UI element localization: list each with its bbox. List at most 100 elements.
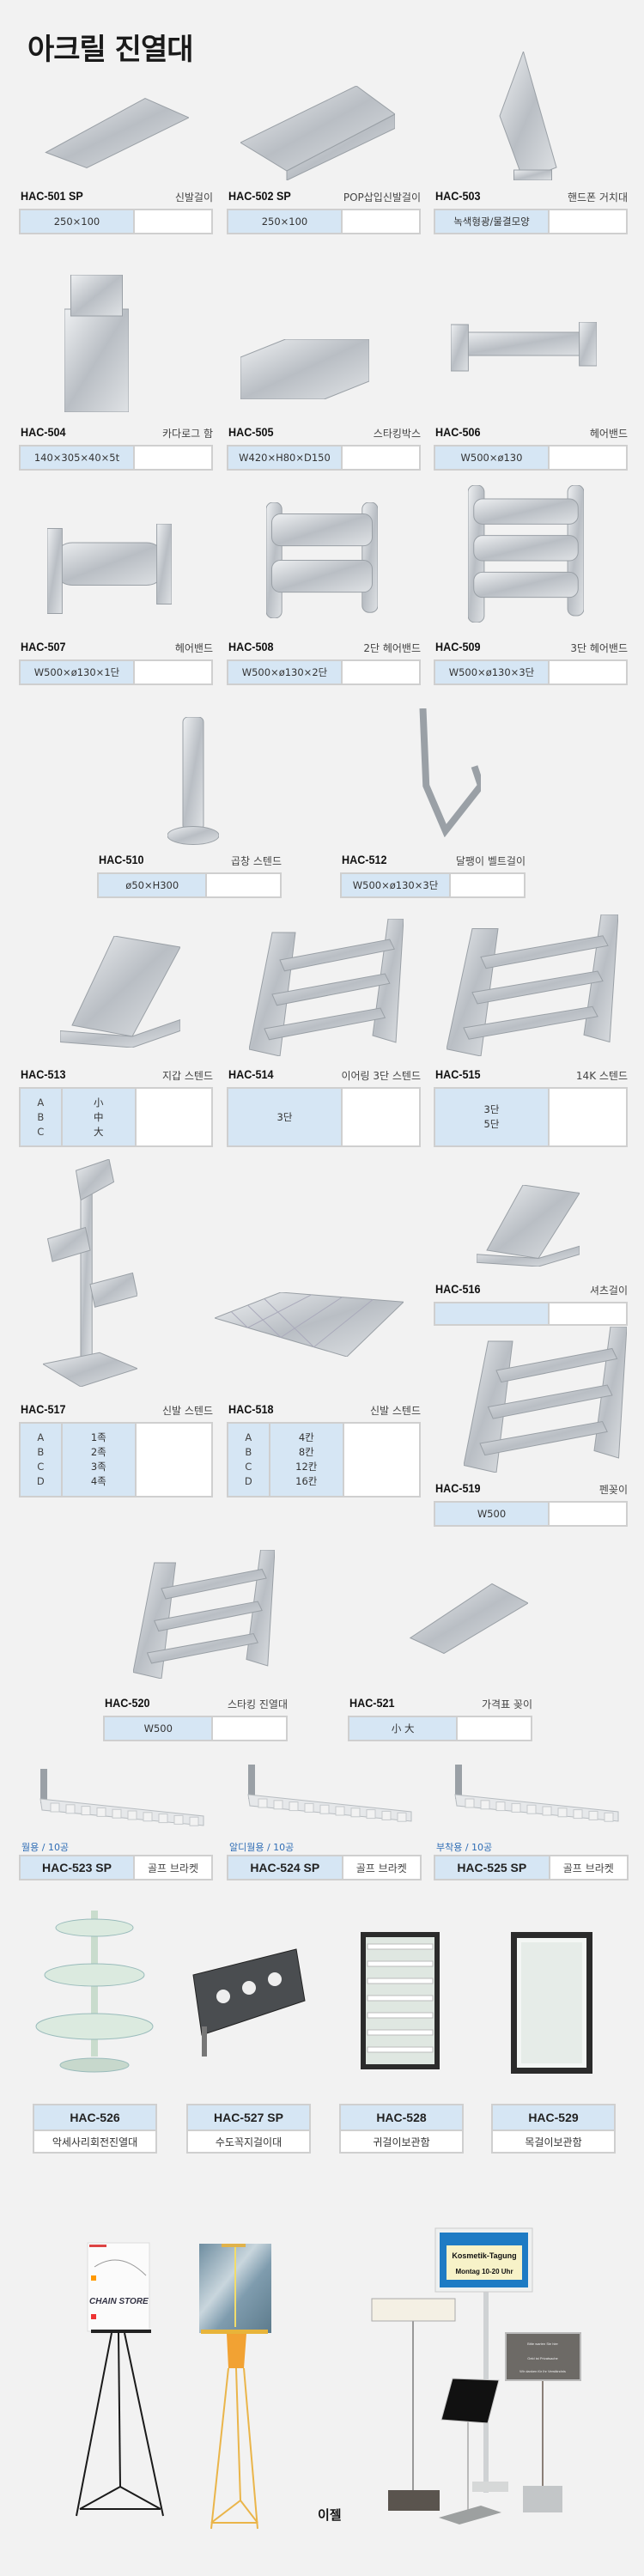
easel-label: 이젤: [318, 2507, 342, 2523]
spec-value: 小 大: [391, 1722, 415, 1735]
spec-value-cell: W500×ø130: [435, 447, 548, 469]
spec-value: W500×ø130×1단: [33, 665, 120, 678]
product-name: 3단 헤어밴드: [570, 642, 628, 654]
spec-value: W500×ø130×3단: [448, 665, 535, 678]
product-image-hac-504: [64, 274, 130, 416]
spec-letter: D: [36, 1475, 45, 1487]
spec-value: 3족: [90, 1461, 106, 1473]
product-code: HAC-513: [21, 1067, 66, 1081]
spec-blank-cell: [211, 1717, 286, 1740]
spec-value: ø50×H300: [125, 878, 179, 891]
product-spec-box: W500×ø130×1단: [19, 659, 213, 685]
spec-blank-cell: [342, 1424, 419, 1496]
black-easel-image: CHAIN STORE: [76, 2242, 164, 2517]
spec-value-cell: W500×ø130×3단: [342, 874, 450, 896]
spec-value: W500: [143, 1722, 173, 1735]
case-name: 목걸이보관함: [493, 2131, 614, 2152]
product-name: 신발걸이: [174, 191, 213, 204]
bracket-mount-label: 월용 / 10공: [21, 1842, 70, 1853]
product-header: HAC-512 달팽이 벨트걸이: [340, 853, 526, 870]
spec-letter: A: [37, 1431, 45, 1443]
product-code: HAC-520: [105, 1696, 150, 1710]
spec-value: 大: [94, 1125, 104, 1138]
spec-value-cell: 녹색형광/물결모양: [435, 210, 548, 233]
product-name: 펜꽂이: [598, 1484, 628, 1496]
product-code: HAC-519: [435, 1481, 481, 1495]
product-name: 2단 헤어밴드: [363, 642, 421, 654]
yellow-easel-image: [199, 2244, 271, 2530]
product-spec-box: W420×H80×D150: [227, 445, 421, 471]
product-name: 가격표 꽂이: [481, 1698, 532, 1710]
easel-photo: CHAIN STORE 이젤 Kosmetik-Tagung Montag 10…: [76, 2227, 581, 2530]
sign-stands-image: Kosmetik-Tagung Montag 10-20 Uhr Bitte w…: [371, 2227, 581, 2524]
product-image-hac-513: [59, 935, 181, 1051]
spec-value: 12칸: [295, 1461, 318, 1473]
sign2-line: Wir danken für Ihr Verständnis: [519, 2369, 566, 2373]
product-spec-box: W500×ø130×2단: [227, 659, 421, 685]
spec-letter: C: [37, 1461, 45, 1473]
spec-value-cell: 250×100: [21, 210, 133, 233]
product-spec-box: ø50×H300: [97, 872, 282, 898]
product-code: HAC-501 SP: [21, 189, 83, 203]
bracket-code: HAC-525 SP: [435, 1856, 549, 1879]
product-code: HAC-502 SP: [228, 189, 291, 203]
spec-value: W500×ø130: [460, 451, 523, 464]
sign2-line: Bitte warten Sie hier: [527, 2342, 558, 2346]
sign2-line: Geld ist Privatsache: [527, 2356, 558, 2360]
product-spec-box: 3단: [227, 1087, 421, 1147]
product-name: 카다로그 함: [161, 428, 213, 440]
spec-blank-cell: [340, 1089, 419, 1145]
product-code: HAC-521: [349, 1696, 395, 1710]
product-image-hac-501-sp: [43, 94, 191, 175]
spec-value: 中: [94, 1110, 104, 1123]
spec-letter: A: [245, 1431, 252, 1443]
spec-blank-cell: [547, 1303, 626, 1324]
spec-letter: A: [37, 1096, 45, 1109]
spec-value-cell: W420×H80×D150: [228, 447, 341, 469]
spec-blank-cell: [132, 447, 211, 469]
product-code: HAC-505: [228, 425, 274, 439]
spec-blank-cell: [205, 874, 280, 896]
product-name: 달팽이 벨트걸이: [455, 855, 526, 867]
product-code: HAC-518: [228, 1402, 274, 1416]
spec-value-cell: W500: [435, 1503, 548, 1525]
product-image-hac-502-sp: [239, 85, 396, 184]
product-image-hac-514: [248, 918, 404, 1060]
product-name: 지갑 스텐드: [161, 1070, 213, 1082]
spec-letter: B: [37, 1110, 45, 1123]
product-spec-box: [434, 1302, 628, 1326]
bracket-mount-label: 알디월용 / 10공: [229, 1842, 295, 1853]
product-code: HAC-514: [228, 1067, 274, 1081]
bracket-code: HAC-524 SP: [228, 1856, 342, 1879]
product-image-hac-505: [240, 338, 370, 403]
product-name: 헤어밴드: [174, 642, 213, 654]
spec-blank-cell: [134, 1089, 211, 1145]
spec-blank-cell: [547, 1089, 626, 1145]
spec-blank-cell: [456, 1717, 531, 1740]
product-name: 곱창 스텐드: [230, 855, 282, 867]
product-code: HAC-509: [435, 640, 481, 653]
spec-value-cell: 140×305×40×5t: [21, 447, 133, 469]
product-image-hac-510: [167, 716, 220, 849]
product-image-hac-506: [450, 321, 598, 377]
spec-value-cell: 3단: [228, 1089, 341, 1145]
page-title: 아크릴 진열대: [27, 33, 194, 67]
spec-value-cell: [435, 1303, 548, 1324]
bracket-name: 골프 브라켓: [132, 1856, 211, 1879]
bracket-mount-label: 부착용 / 10공: [436, 1842, 493, 1853]
product-code: HAC-512: [342, 853, 387, 866]
spec-blank-cell: [132, 210, 211, 233]
product-code: HAC-507: [21, 640, 66, 653]
